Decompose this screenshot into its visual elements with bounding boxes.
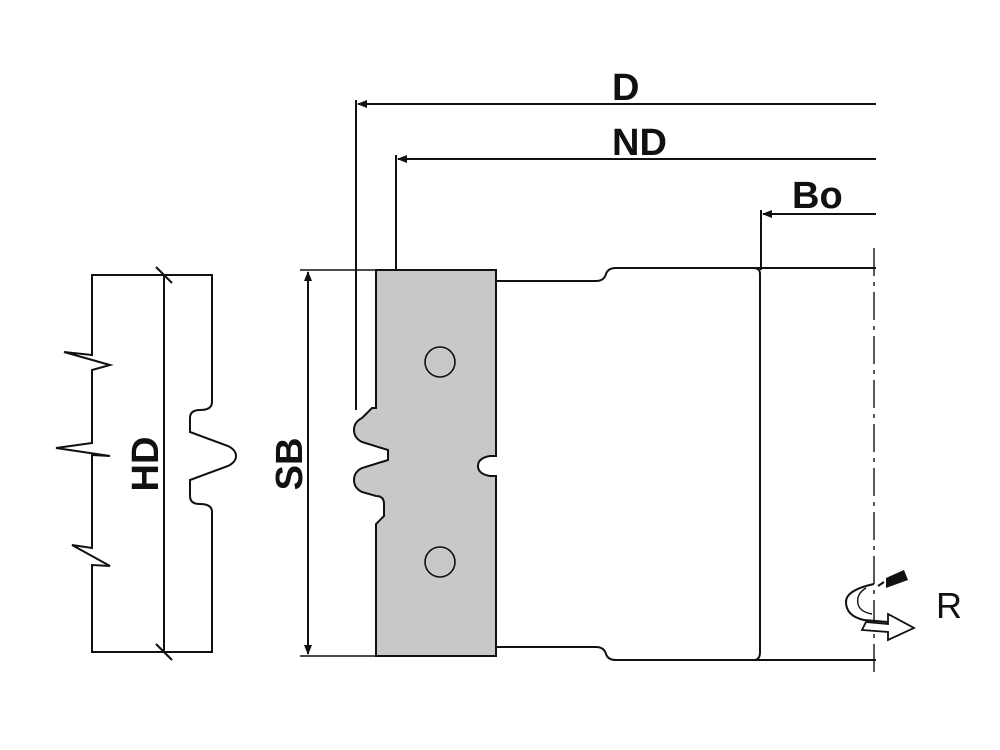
workpiece-profile [55,274,238,653]
dimension-d: D [355,67,876,410]
knife-screw-hole-top [424,346,456,378]
cutter-body-outline [494,267,761,661]
knife-blade [352,269,497,657]
dimension-d-label: D [612,67,639,109]
dimension-hd-label: HD [125,437,167,492]
dimension-nd: ND [395,122,876,270]
rotation-direction-icon: R [844,570,962,642]
dimension-bo-label: Bo [792,175,843,217]
dimension-hd: HD [125,266,173,661]
dimension-sb-label: SB [269,438,311,491]
rotation-direction-label: R [936,585,962,626]
dimension-bo: Bo [760,175,876,270]
dimension-sb: SB [269,269,376,657]
dimension-nd-label: ND [612,122,667,164]
knife-screw-hole-bottom [424,546,456,578]
